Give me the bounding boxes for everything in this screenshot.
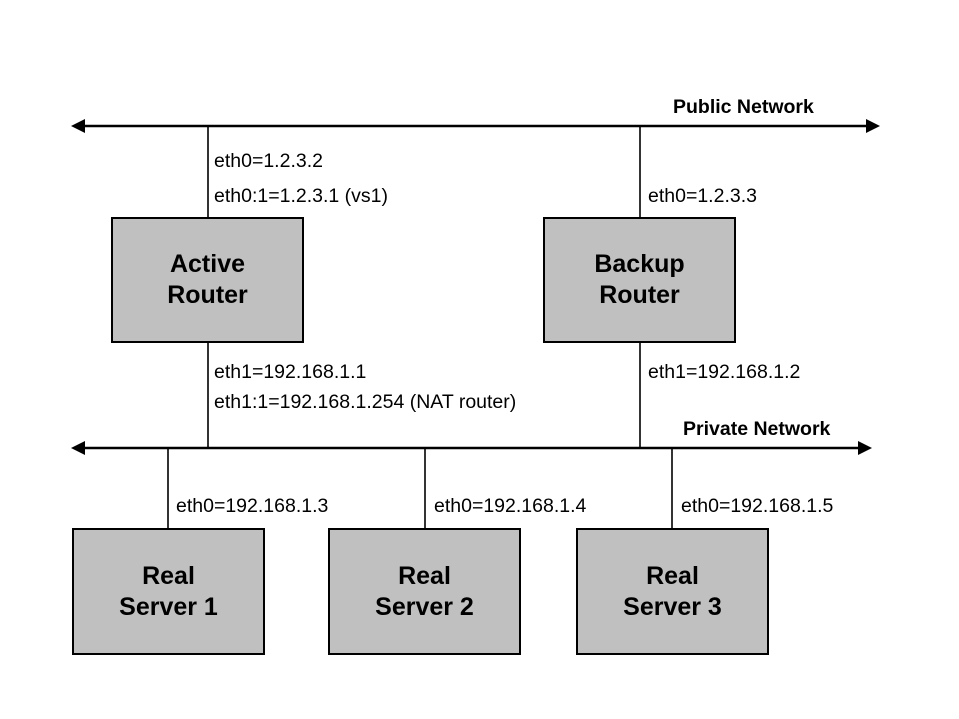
- public-network-label: Public Network: [673, 96, 814, 118]
- real-server-1-label-line2: Server 1: [119, 592, 218, 621]
- active-router-eth1-alias-label: eth1:1=192.168.1.254 (NAT router): [214, 391, 517, 413]
- real-server-2-eth0-label: eth0=192.168.1.4: [434, 495, 587, 517]
- real-server-1-eth0-label: eth0=192.168.1.3: [176, 495, 329, 517]
- real-server-1-node[interactable]: Real Server 1: [72, 528, 265, 655]
- active-router-node[interactable]: Active Router: [111, 217, 304, 343]
- active-router-eth1-label: eth1=192.168.1.1: [214, 361, 367, 383]
- backup-router-label-line2: Router: [599, 281, 680, 309]
- active-router-eth0-label: eth0=1.2.3.2: [214, 150, 323, 172]
- real-server-2-label-line2: Server 2: [375, 592, 474, 621]
- backup-router-label-line1: Backup: [594, 250, 685, 278]
- real-server-3-node[interactable]: Real Server 3: [576, 528, 769, 655]
- backup-router-node[interactable]: Backup Router: [543, 217, 736, 343]
- real-server-3-eth0-label: eth0=192.168.1.5: [681, 495, 834, 517]
- private-network-bus: [71, 441, 872, 455]
- real-server-2-node[interactable]: Real Server 2: [328, 528, 521, 655]
- backup-router-eth1-label: eth1=192.168.1.2: [648, 361, 801, 383]
- real-server-3-label-line2: Server 3: [623, 592, 722, 621]
- active-router-eth0-alias-label: eth0:1=1.2.3.1 (vs1): [214, 185, 388, 207]
- real-server-1-label-line1: Real: [142, 561, 195, 590]
- active-router-label-line2: Router: [167, 281, 248, 309]
- private-network-label: Private Network: [683, 418, 831, 440]
- public-network-bus: [71, 119, 880, 133]
- real-server-2-label-line1: Real: [398, 561, 451, 590]
- real-server-3-label-line1: Real: [646, 561, 699, 590]
- active-router-label-line1: Active: [169, 250, 246, 278]
- backup-router-eth0-label: eth0=1.2.3.3: [648, 185, 757, 207]
